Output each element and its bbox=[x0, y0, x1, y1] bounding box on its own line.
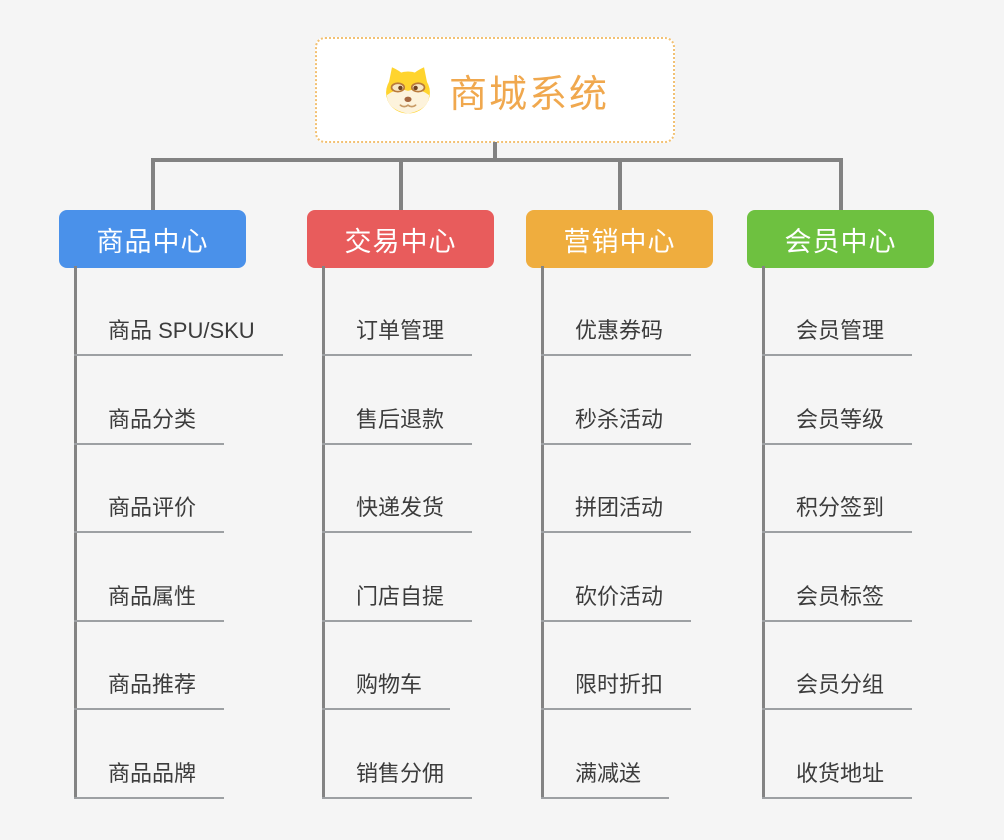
root-node[interactable]: 商城系统 bbox=[315, 37, 675, 143]
leaf-item-product-brand[interactable]: 商品品牌 bbox=[74, 757, 225, 799]
leaf-item-product-recommend[interactable]: 商品推荐 bbox=[74, 668, 225, 710]
leaf-item-product-attribute[interactable]: 商品属性 bbox=[74, 580, 225, 622]
leaf-item-spend-and-save[interactable]: 满减送 bbox=[541, 757, 670, 799]
branch-node-member-center[interactable]: 会员中心 bbox=[747, 210, 934, 268]
leaf-item-aftersale-refund[interactable]: 售后退款 bbox=[322, 403, 473, 445]
leaf-item-shipping-address[interactable]: 收货地址 bbox=[762, 757, 913, 799]
connector-root-drop bbox=[493, 142, 497, 160]
leaf-item-member-group[interactable]: 会员分组 bbox=[762, 668, 913, 710]
leaf-item-sales-commission[interactable]: 销售分佣 bbox=[322, 757, 473, 799]
leaf-item-product-spu-sku[interactable]: 商品 SPU/SKU bbox=[74, 314, 283, 356]
leaf-item-store-pickup[interactable]: 门店自提 bbox=[322, 580, 473, 622]
connector-drop-member-center bbox=[839, 158, 843, 212]
leaf-item-product-category[interactable]: 商品分类 bbox=[74, 403, 225, 445]
root-title: 商城系统 bbox=[448, 73, 609, 116]
leaf-item-express-delivery[interactable]: 快递发货 bbox=[322, 491, 473, 533]
connector-drop-marketing-center bbox=[618, 158, 622, 212]
leaf-item-member-level[interactable]: 会员等级 bbox=[762, 403, 913, 445]
leaf-item-flash-sale[interactable]: 秒杀活动 bbox=[541, 403, 692, 445]
leaf-item-group-buy[interactable]: 拼团活动 bbox=[541, 491, 692, 533]
leaf-item-member-tag[interactable]: 会员标签 bbox=[762, 580, 913, 622]
leaf-item-product-review[interactable]: 商品评价 bbox=[74, 491, 225, 533]
leaf-item-coupon-code[interactable]: 优惠券码 bbox=[541, 314, 692, 356]
branch-node-trade-center[interactable]: 交易中心 bbox=[307, 210, 494, 268]
connector-bus bbox=[151, 158, 843, 162]
leaf-item-bargain-activity[interactable]: 砍价活动 bbox=[541, 580, 692, 622]
leaf-item-limited-time-discount[interactable]: 限时折扣 bbox=[541, 668, 692, 710]
doge-icon bbox=[381, 65, 435, 115]
leaf-item-order-management[interactable]: 订单管理 bbox=[322, 314, 473, 356]
connector-drop-trade-center bbox=[399, 158, 403, 212]
branch-node-product-center[interactable]: 商品中心 bbox=[59, 210, 246, 268]
leaf-item-points-checkin[interactable]: 积分签到 bbox=[762, 491, 913, 533]
branch-node-marketing-center[interactable]: 营销中心 bbox=[526, 210, 713, 268]
connector-drop-product-center bbox=[151, 158, 155, 212]
leaf-item-shopping-cart[interactable]: 购物车 bbox=[322, 668, 451, 710]
leaf-item-member-management[interactable]: 会员管理 bbox=[762, 314, 913, 356]
